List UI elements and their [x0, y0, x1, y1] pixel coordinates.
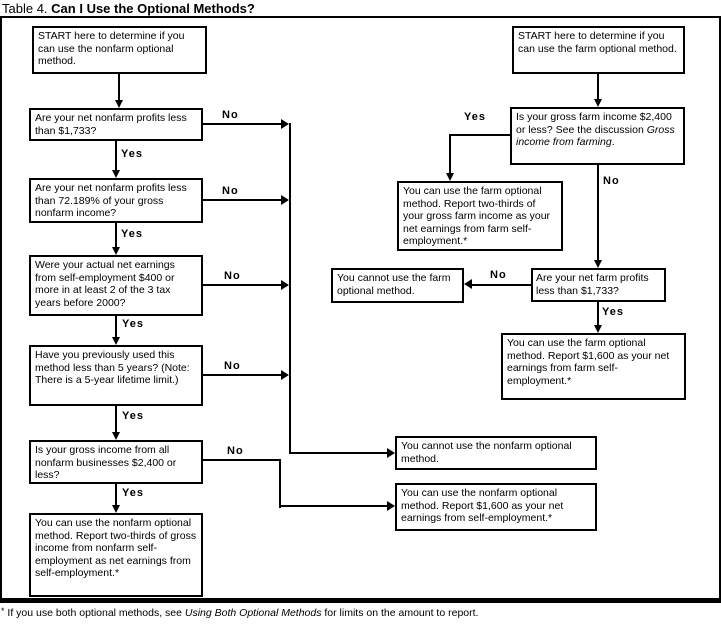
farm-net-profits-question-box: Are your net farm profits less than $1,7… — [531, 268, 666, 302]
connector-line — [279, 505, 387, 507]
yes-label: Yes — [121, 228, 143, 240]
connector-line — [279, 459, 281, 508]
arrow-down-icon — [446, 173, 454, 181]
arrow-down-icon — [112, 247, 120, 255]
nonfarm-cannot-use-result-box: You cannot use the nonfarm optional meth… — [395, 436, 597, 470]
farm-gross-income-question-box: Is your gross farm income $2,400 or less… — [510, 107, 685, 165]
arrow-right-icon — [387, 448, 395, 458]
connector-line — [115, 141, 117, 171]
arrow-down-icon — [115, 100, 123, 108]
arrow-down-icon — [112, 337, 120, 345]
farm-start-box: START here to determine if you can use t… — [512, 26, 685, 74]
nonfarm-net-profits-question-box: Are your net nonfarm profits less than $… — [29, 108, 203, 141]
connector-line — [203, 459, 281, 461]
connector-line — [289, 452, 387, 454]
yes-label: Yes — [121, 148, 143, 160]
arrow-down-icon — [594, 325, 602, 333]
farm-gross-income-question-italic: Gross income from farming — [516, 123, 675, 149]
connector-line — [115, 223, 117, 248]
nonfarm-actual-earnings-question-box: Were your actual net earnings from self-… — [29, 255, 203, 316]
arrow-down-icon — [112, 432, 120, 440]
no-label: No — [222, 185, 239, 197]
arrow-right-icon — [387, 501, 395, 511]
yes-label: Yes — [122, 487, 144, 499]
table-title: Table 4. Can I Use the Optional Methods? — [2, 1, 255, 16]
farm-use-two-thirds-result-box: You can use the farm optional method. Re… — [397, 181, 563, 251]
nonfarm-use-1600-result-box: You can use the nonfarm optional method.… — [395, 483, 597, 531]
connector-line — [449, 134, 451, 174]
no-label: No — [222, 109, 239, 121]
connector-line — [472, 284, 531, 286]
connector-line — [115, 316, 117, 338]
connector-line — [203, 199, 281, 201]
connector-line — [115, 484, 117, 506]
connector-line — [289, 123, 291, 454]
footnote-text-before: If you use both optional methods, see — [4, 607, 185, 619]
no-label: No — [490, 269, 507, 281]
connector-line — [203, 123, 281, 125]
nonfarm-use-two-thirds-result-box: You can use the nonfarm optional method.… — [29, 513, 203, 597]
arrow-right-icon — [281, 370, 289, 380]
nonfarm-percent-question-box: Are your net nonfarm profits less than 7… — [29, 178, 203, 223]
yes-label: Yes — [122, 410, 144, 422]
yes-label: Yes — [602, 306, 624, 318]
yes-label: Yes — [122, 318, 144, 330]
no-label: No — [603, 175, 620, 187]
nonfarm-prior-use-question-box: Have you previously used this method les… — [29, 345, 203, 406]
no-label: No — [227, 445, 244, 457]
footnote-text-after: for limits on the amount to report. — [321, 607, 479, 619]
arrow-left-icon — [464, 279, 472, 289]
farm-cannot-use-result-box: You cannot use the farm optional method. — [331, 268, 464, 303]
connector-line — [450, 134, 510, 136]
connector-line — [597, 164, 599, 261]
arrow-right-icon — [281, 119, 289, 129]
arrow-down-icon — [594, 260, 602, 268]
no-label: No — [224, 270, 241, 282]
nonfarm-gross-income-question-box: Is your gross income from all nonfarm bu… — [29, 440, 203, 484]
farm-gross-income-question-text: Is your gross farm income $2,400 or less… — [516, 111, 672, 136]
arrow-down-icon — [112, 170, 120, 178]
arrow-down-icon — [594, 99, 602, 107]
arrow-right-icon — [281, 280, 289, 290]
table-heading: Can I Use the Optional Methods? — [51, 1, 255, 16]
no-label: No — [224, 360, 241, 372]
connector-line — [115, 406, 117, 433]
yes-label: Yes — [464, 111, 486, 123]
connector-line — [597, 302, 599, 326]
connector-line — [203, 284, 281, 286]
arrow-right-icon — [281, 195, 289, 205]
nonfarm-start-box: START here to determine if you can use t… — [32, 26, 207, 74]
connector-line — [597, 74, 599, 100]
connector-line — [203, 374, 281, 376]
footnote: * If you use both optional methods, see … — [1, 606, 711, 619]
farm-gross-income-question-period: . — [611, 136, 615, 148]
flowchart-border — [0, 16, 721, 603]
footnote-italic-reference: Using Both Optional Methods — [184, 607, 322, 619]
connector-line — [118, 74, 120, 101]
farm-use-1600-result-box: You can use the farm optional method. Re… — [501, 333, 686, 400]
arrow-down-icon — [112, 505, 120, 513]
table-number: Table 4. — [2, 1, 48, 16]
footnote-asterisk: * — [1, 606, 5, 616]
